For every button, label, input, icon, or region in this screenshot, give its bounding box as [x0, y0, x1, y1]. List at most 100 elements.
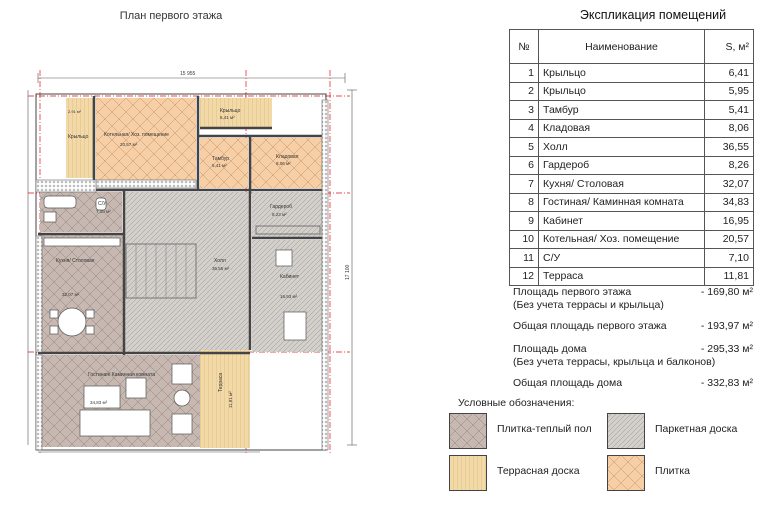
- desk-icon: [283, 311, 307, 341]
- legend-label: Террасная доска: [497, 465, 580, 477]
- row-no: 9: [509, 211, 539, 231]
- row-name: Кабинет: [538, 211, 705, 231]
- row-area: 5,95: [704, 81, 754, 101]
- row-area: 32,07: [704, 174, 754, 194]
- bathtub-icon: [43, 195, 77, 209]
- legend-item-tile-warm-floor: Плитка-теплый пол: [449, 413, 609, 449]
- area-boiler: 20,57 м²: [120, 142, 138, 147]
- legend-item-tile: Плитка: [607, 455, 757, 491]
- legend-swatch-tile-warm: [449, 413, 487, 449]
- header-no: №: [509, 29, 539, 64]
- legend-item-terrace-board: Террасная доска: [449, 455, 609, 491]
- header-name: Наименование: [538, 29, 705, 64]
- summary-first-floor-label: Площадь первого этажа: [513, 286, 632, 298]
- area-living: 34,83 м²: [90, 400, 108, 405]
- row-area: 16,95: [704, 211, 754, 231]
- walls: [35, 93, 329, 451]
- label-vestibule: Тамбур: [212, 156, 229, 162]
- area-hall: 36,55 м²: [212, 266, 230, 271]
- summary-first-floor-total: Общая площадь первого этажа - 193,97 м²: [513, 320, 753, 333]
- label-porch-left: Крыльцо: [68, 134, 89, 140]
- row-area: 20,57: [704, 229, 754, 249]
- area-storage: 8,06 м²: [276, 161, 291, 166]
- wardrobe-rack-icon: [255, 225, 321, 235]
- label-office: Кабинет: [280, 274, 300, 280]
- summary-house-note: (Без учета террасы, крыльца и балконов): [513, 356, 716, 368]
- explication-title: Экспликация помещений: [579, 8, 727, 22]
- label-wardrobe: Гардероб: [270, 204, 292, 210]
- room-storage: [250, 138, 322, 188]
- summary-first-floor-value: - 169,80 м²: [700, 286, 753, 298]
- label-storage: Кладовая: [276, 154, 299, 160]
- sink-icon: [43, 211, 57, 223]
- room-hall: [124, 192, 250, 352]
- room-boiler: [96, 98, 196, 182]
- label-living: Гостиная/ Каминная комната: [88, 372, 155, 378]
- armchair-icon: [171, 413, 193, 435]
- room-wardrobe: [252, 192, 322, 238]
- coffee-table-icon: [83, 385, 121, 409]
- row-name: Кухня/ Столовая: [538, 174, 705, 194]
- row-area: 6,41: [704, 63, 754, 83]
- summary-house-total-value: - 332,83 м²: [700, 377, 753, 389]
- row-area: 11,81: [704, 266, 754, 286]
- legend-label: Плитка: [655, 465, 691, 477]
- row-no: 12: [509, 266, 539, 286]
- dimension-lines: [27, 73, 357, 453]
- row-name: Кладовая: [538, 118, 705, 138]
- summary-first-floor-total-value: - 193,97 м²: [700, 320, 753, 332]
- row-no: 1: [509, 63, 539, 83]
- row-area: 34,83: [704, 192, 754, 212]
- room-vestibule: [200, 138, 248, 188]
- row-name: Тамбур: [538, 100, 705, 120]
- fixtures: [43, 195, 321, 437]
- legend-label: Плитка-теплый пол: [497, 423, 592, 435]
- row-no: 7: [509, 174, 539, 194]
- row-area: 5,41: [704, 100, 754, 120]
- cabinet-icon: [275, 249, 293, 267]
- summary-first-floor: Площадь первого этажа (Без учета террасы…: [513, 286, 753, 312]
- summary-house: Площадь дома (Без учета террасы, крыльца…: [513, 343, 753, 369]
- summary-house-total-label: Общая площадь дома: [513, 377, 623, 389]
- summary-first-floor-note: (Без учета террасы и крыльца): [513, 299, 664, 311]
- label-hall: Холл: [214, 258, 226, 264]
- row-no: 10: [509, 229, 539, 249]
- room-kitchen: [40, 235, 124, 353]
- area-office: 16,93 м²: [280, 294, 298, 299]
- summary-house-value: - 295,33 м²: [700, 343, 753, 355]
- room-terrace: [200, 350, 250, 448]
- row-name: Крыльцо: [538, 81, 705, 101]
- row-name: С/У: [538, 248, 705, 268]
- area-wc: 7,10 м²: [96, 209, 111, 214]
- row-no: 11: [509, 248, 539, 268]
- legend-title: Условные обозначения:: [458, 397, 575, 409]
- plan-title: План первого этажа: [119, 10, 223, 22]
- dimension-side: 17 100: [345, 264, 351, 280]
- label-kitchen: Кухня/ Столовая: [56, 258, 95, 264]
- row-area: 36,55: [704, 137, 754, 157]
- table-header-row: № Наименование S, м²: [509, 29, 754, 64]
- dimension-total: 15 955: [180, 71, 196, 77]
- area-porch-left: 2,91 м²: [68, 109, 82, 114]
- area-porch-right: 6,41 м²: [220, 115, 235, 120]
- row-name: Крыльцо: [538, 63, 705, 83]
- armchair-icon: [171, 363, 193, 385]
- row-area: 8,26: [704, 155, 754, 175]
- row-no: 4: [509, 118, 539, 138]
- legend-swatch-tile: [607, 455, 645, 491]
- label-porch-right: Крыльцо: [220, 108, 241, 114]
- row-name: Котельная/ Хоз. помещение: [538, 229, 705, 249]
- legend-item-parquet: Паркетная доска: [607, 413, 757, 449]
- summary-house-total: Общая площадь дома - 332,83 м²: [513, 377, 753, 390]
- row-no: 2: [509, 81, 539, 101]
- row-area: 7,10: [704, 248, 754, 268]
